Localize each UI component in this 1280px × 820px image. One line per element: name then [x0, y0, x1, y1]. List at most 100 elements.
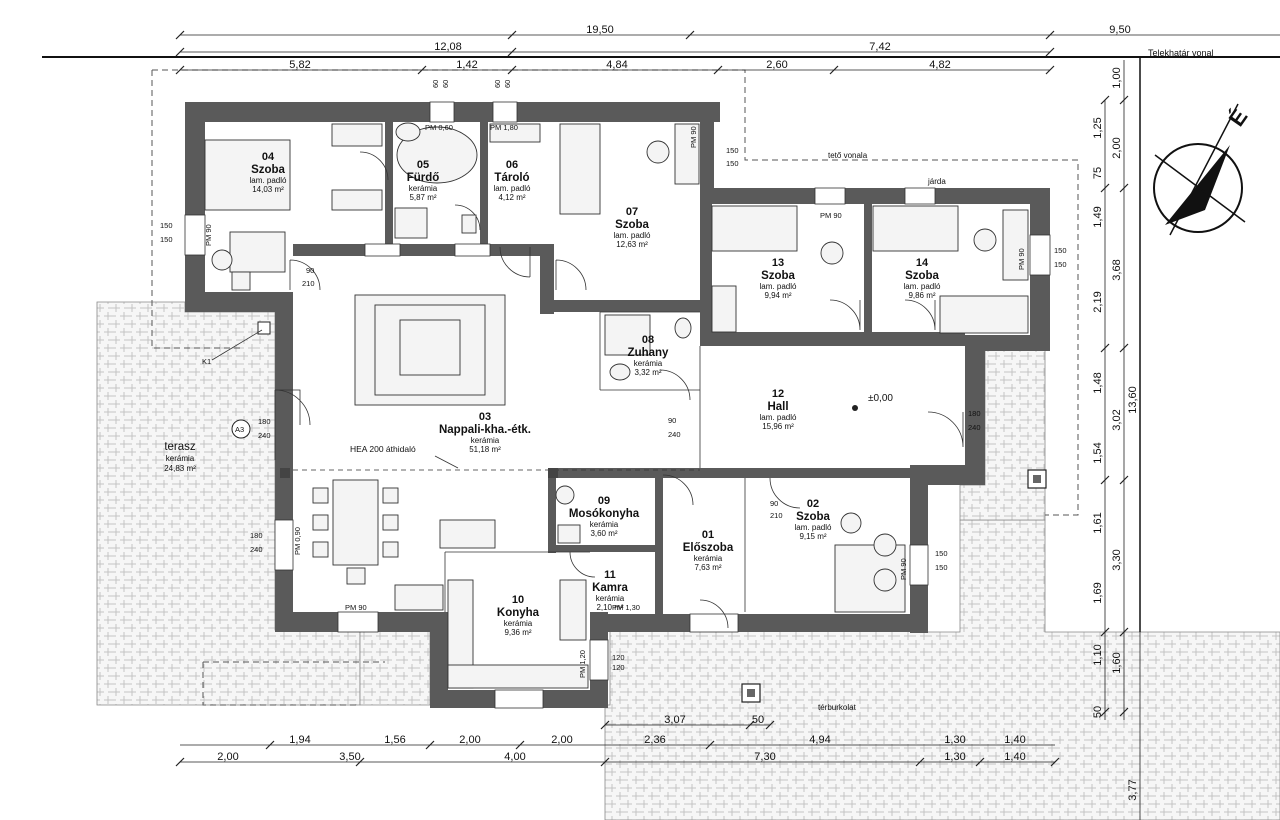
dim-value: 1,40 — [1004, 734, 1025, 746]
opening-w: 180 — [968, 409, 981, 418]
doors — [274, 151, 964, 629]
opening-pm: PM 90 — [689, 126, 698, 148]
marker-a3: A3 — [235, 425, 244, 434]
room-floor: lam. padló — [494, 184, 531, 193]
paving-label: térburkolat — [818, 703, 857, 712]
dim-value: 3,68 — [1111, 259, 1123, 280]
opening-h: 240 — [968, 423, 981, 432]
room-name: Tároló — [494, 172, 529, 184]
dim-value: 1,49 — [1092, 206, 1104, 227]
dim-value: 1,25 — [1092, 117, 1104, 138]
dim-value: 1,30 — [944, 751, 965, 763]
room-number: 11 — [604, 569, 616, 581]
dim-value: 2,36 — [644, 734, 665, 746]
opening-w: 60 — [431, 80, 440, 88]
room-floor: kerámia — [504, 619, 533, 628]
opening-w: 150 — [160, 221, 173, 230]
level-label: ±0,00 — [868, 393, 893, 404]
dim-value: 1,00 — [1111, 67, 1123, 88]
beam-label: HEA 200 áthidaló — [350, 444, 416, 454]
dim-value: 9,50 — [1109, 24, 1130, 36]
room-area: 9,86 m² — [908, 291, 935, 300]
room-area: 3,32 m² — [634, 368, 661, 377]
room-number: 14 — [916, 257, 929, 269]
room-name: Nappali-kha.-étk. — [439, 424, 531, 436]
room-area: 5,87 m² — [409, 193, 436, 202]
bed-14 — [872, 205, 959, 252]
terrace-area: 24,83 m² — [164, 464, 196, 473]
dim-value: 1,40 — [1004, 751, 1025, 763]
room-name: Konyha — [497, 607, 540, 619]
dim-value: 4,94 — [809, 734, 830, 746]
room-area: 51,18 m² — [469, 445, 501, 454]
dim-value: 2,00 — [1111, 137, 1123, 158]
dim-value: 1,48 — [1092, 372, 1104, 393]
room-floor: lam. padló — [614, 231, 651, 240]
dim-value: 2,60 — [766, 59, 787, 71]
dim-value: 4,00 — [504, 751, 525, 763]
opening-h: 120 — [612, 663, 625, 672]
walkway-label: járda — [927, 177, 946, 186]
marker-k1: K1 — [202, 357, 211, 366]
room-name: Fürdő — [407, 172, 440, 184]
opening-h: 150 — [160, 235, 173, 244]
room-number: 04 — [262, 151, 275, 163]
dimension-lines — [175, 30, 1280, 820]
opening-pm: PM 90 — [345, 603, 367, 612]
dim-value: 3,07 — [664, 714, 685, 726]
room-number: 05 — [417, 159, 429, 171]
room-number: 02 — [807, 498, 819, 510]
room-area: 15,96 m² — [762, 422, 794, 431]
opening-w: 150 — [935, 549, 948, 558]
dim-value: 1,10 — [1092, 644, 1104, 665]
room-area: 4,12 m² — [498, 193, 525, 202]
room-area: 7,63 m² — [694, 563, 721, 572]
opening-w: 60 — [503, 80, 512, 88]
dim-value: 50 — [752, 714, 764, 726]
room-number: 06 — [506, 159, 518, 171]
opening-w: 90 — [770, 499, 778, 508]
room-floor: lam. padló — [250, 176, 287, 185]
opening-w: 90 — [668, 416, 676, 425]
room-floor: lam. padló — [760, 413, 797, 422]
dim-value: 12,08 — [434, 41, 462, 53]
dim-value: 19,50 — [586, 24, 614, 36]
room-area: 9,94 m² — [764, 291, 791, 300]
opening-pm: PM 90 — [204, 224, 213, 246]
dim-value: 50 — [1092, 706, 1104, 718]
room-number: 07 — [626, 206, 638, 218]
room-floor: lam. padló — [904, 282, 941, 291]
dim-value: 4,84 — [606, 59, 627, 71]
opening-w: 60 — [493, 80, 502, 88]
opening-h: 150 — [726, 159, 739, 168]
opening-h: 240 — [250, 545, 263, 554]
room-area: 9,36 m² — [504, 628, 531, 637]
opening-h: 150 — [1054, 260, 1067, 269]
dim-value: 1,61 — [1092, 512, 1104, 533]
opening-h: 210 — [302, 279, 315, 288]
room-name: Szoba — [761, 270, 795, 282]
room-name: Mosókonyha — [569, 508, 640, 520]
opening-pm: PM 0,90 — [293, 527, 302, 555]
opening-w: 120 — [612, 653, 625, 662]
opening-pm: PM 1,20 — [578, 650, 587, 678]
room-area: 3,60 m² — [590, 529, 617, 538]
room-floor: kerámia — [694, 554, 723, 563]
room-number: 03 — [479, 411, 491, 423]
dim-value: 75 — [1092, 167, 1104, 179]
dim-value: 3,30 — [1111, 549, 1123, 570]
bed-04 — [204, 139, 291, 211]
room-area: 9,15 m² — [799, 532, 826, 541]
room-name: Hall — [767, 401, 788, 413]
property-line-label: Telekhatár vonal — [1148, 48, 1214, 58]
terrace-name: terasz — [164, 441, 196, 453]
room-number: 12 — [772, 388, 784, 400]
room-name: Kamra — [592, 582, 628, 594]
dim-value: 1,94 — [289, 734, 310, 746]
room-floor: kerámia — [596, 594, 625, 603]
dim-value: 1,30 — [944, 734, 965, 746]
dim-value: 3,02 — [1111, 409, 1123, 430]
dim-value: 7,30 — [754, 751, 775, 763]
room-floor: kerámia — [590, 520, 619, 529]
